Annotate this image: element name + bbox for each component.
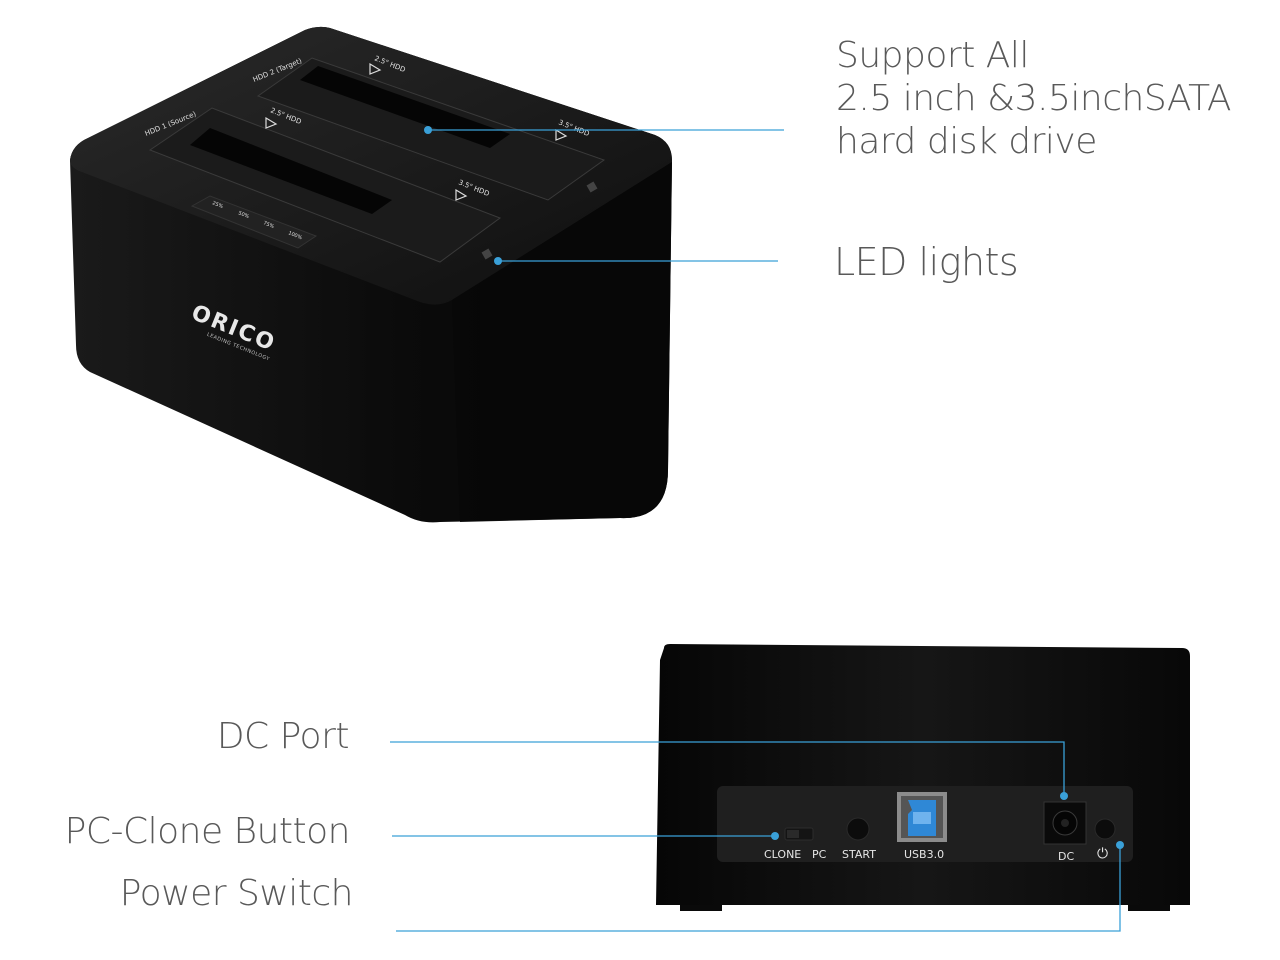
callout-dot-pc-clone [771,832,779,840]
start-button[interactable] [846,817,870,841]
leader-line-dc [390,741,1065,796]
clone-label: CLONE [764,848,801,861]
power-symbol-icon: ⏻ [1097,846,1108,862]
callout-dot-power [1116,841,1124,849]
power-switch[interactable] [1094,818,1116,840]
usb-label: USB3.0 [904,848,944,861]
dock-rear-view: CLONE PC START USB3.0 DC ⏻ [656,644,1190,911]
dc-port[interactable] [1043,801,1087,845]
callout-dot-led [494,257,502,265]
dock-top-view: HDD 1 (Source) HDD 2 (Target) 2.5" HDD 2… [70,26,672,523]
dock-top-face [70,26,672,305]
pc-label: PC [812,848,827,861]
callout-support-line-3: hard disk drive [836,121,1097,162]
led-indicator-1 [481,248,493,260]
callout-power-switch: Power Switch [119,873,354,914]
start-label: START [842,848,876,861]
slot-arrow-icon [455,188,468,201]
dc-label: DC [1058,850,1074,863]
slot-arrow-icon [369,62,382,75]
slot-arrow-icon [555,128,568,141]
callout-dot-dc [1060,792,1068,800]
dock-rear-body [656,644,1190,905]
callout-dot-support [424,126,432,134]
progress-led-strip [190,195,318,249]
progress-100: 100% [287,230,303,241]
callout-led-lights: LED lights [834,240,1019,284]
progress-75: 75% [262,220,275,230]
usb3-port[interactable] [897,792,947,842]
callout-dc-port: DC Port [216,716,350,757]
leader-lines [390,129,1121,932]
callout-pc-clone-button: PC-Clone Button [64,811,351,852]
progress-25: 25% [211,200,224,210]
callout-support-line-2: 2.5 inch &3.5inchSATA [836,78,1232,119]
progress-50: 50% [237,210,250,220]
led-indicator-2 [586,181,598,193]
callout-support-line-1: Support All [836,35,1029,76]
leader-line-power [396,845,1121,932]
callout-support-drives: Support All 2.5 inch &3.5inchSATA hard d… [836,34,1232,163]
slot-arrow-icon [265,116,278,129]
